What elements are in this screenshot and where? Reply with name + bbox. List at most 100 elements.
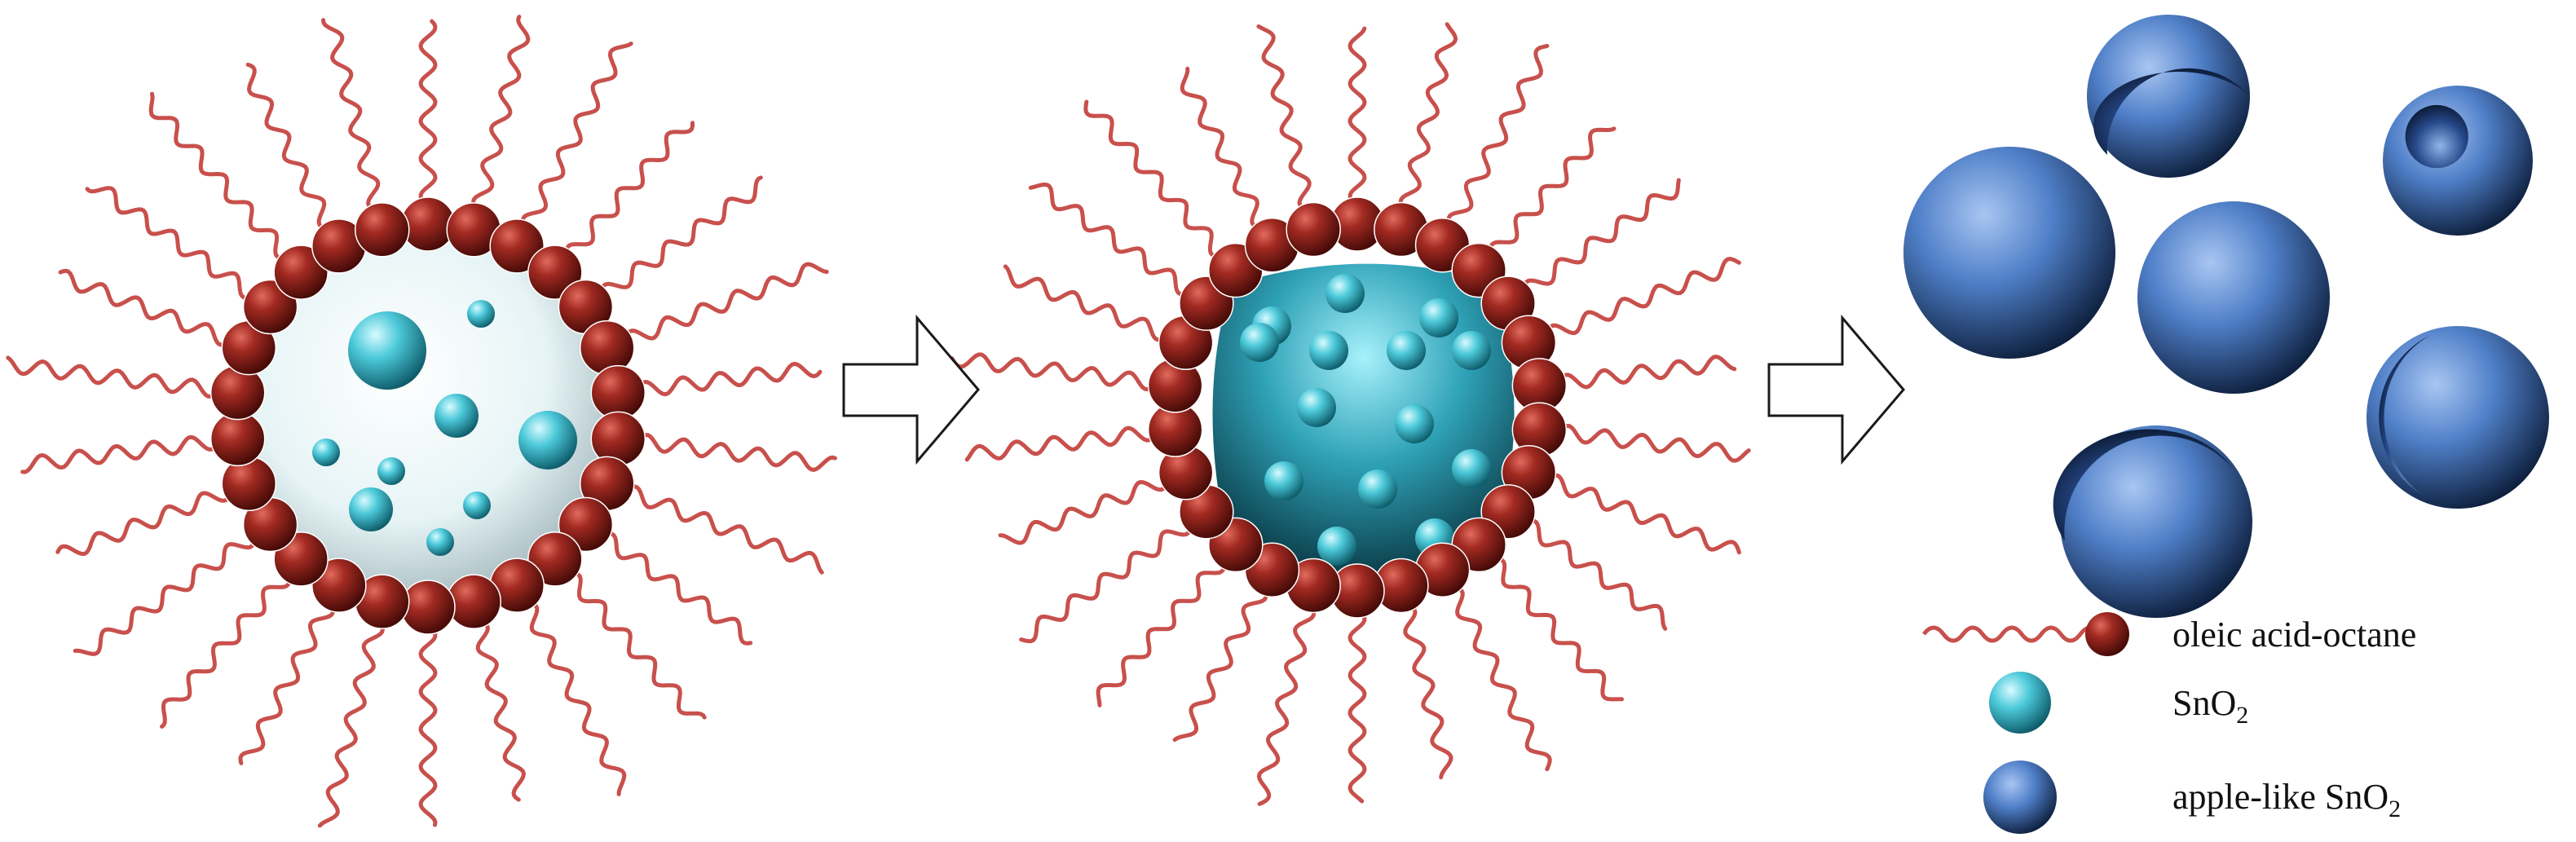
apple-like-sno2-sphere — [2053, 425, 2252, 618]
cavity-opening — [2405, 104, 2468, 169]
wavy-chain-icon — [1348, 26, 1367, 227]
sno2-sphere-icon — [1395, 404, 1434, 443]
wavy-chain-icon — [964, 421, 1178, 462]
wavy-chain-icon — [605, 262, 829, 354]
surfactant-chains — [6, 15, 837, 828]
wavy-chain-icon — [950, 352, 1178, 392]
wavy-chain-icon — [1180, 66, 1277, 248]
sno2-sphere-icon — [1264, 461, 1303, 500]
apple-sphere-icon — [2383, 86, 2533, 236]
wavy-chain-icon — [1506, 178, 1681, 307]
sno2-sphere-icon — [377, 457, 405, 485]
sno2-sphere-icon — [1387, 331, 1426, 370]
surfactant-head-icon — [273, 245, 329, 300]
sno2-sphere-icon — [467, 300, 495, 328]
surfactant-heads — [210, 196, 646, 635]
wavy-chain-icon — [85, 186, 273, 309]
wavy-chain-icon — [148, 91, 304, 275]
oil-droplet-core — [253, 240, 603, 591]
wavy-chain-icon — [317, 599, 385, 828]
wavy-chain-icon — [1440, 43, 1550, 248]
surfactant-head-icon — [489, 218, 545, 274]
apple-sphere-icon — [2060, 425, 2252, 618]
surfactant-heads — [1147, 196, 1568, 619]
sno2-sphere-icon — [1317, 527, 1356, 566]
micelle-initial — [6, 15, 837, 828]
sno2-sphere-icon — [312, 439, 340, 466]
surfactant-head-icon — [1286, 201, 1341, 258]
apple-like-sno2-sphere — [1903, 147, 2115, 359]
legend: oleic acid-octane SnO2 apple-like SnO2 — [1922, 612, 2416, 834]
apple-sphere-icon — [2366, 326, 2549, 509]
cavity-opening — [2379, 335, 2431, 500]
apple-like-sno2-sphere — [2366, 326, 2549, 509]
sno2-sphere-icon — [348, 311, 426, 390]
wavy-chain-icon — [58, 268, 251, 350]
sno2-sphere-icon — [1419, 298, 1458, 337]
wavy-chain-icon — [615, 433, 837, 472]
legend-label-apple-sno2: apple-like SnO2 — [2172, 777, 2401, 822]
legend-label-sno2: SnO2 — [2172, 683, 2248, 729]
wavy-chain-icon — [245, 62, 344, 249]
wavy-chain-icon — [321, 18, 390, 232]
wavy-chain-icon — [512, 583, 627, 796]
wavy-chain-icon — [1083, 99, 1239, 273]
wavy-chain-icon — [1028, 182, 1209, 306]
wavy-chain-icon — [238, 583, 342, 765]
wavy-chain-icon — [1398, 22, 1458, 231]
sno2-sphere-icon — [1452, 449, 1491, 488]
sno2-sphere-icon — [1452, 331, 1491, 370]
legend-label-surfactant: oleic acid-octane — [2172, 615, 2416, 655]
apple-sphere-icon — [1903, 147, 2115, 359]
wavy-chain-icon — [1475, 542, 1624, 702]
wavy-chain-icon — [1506, 509, 1668, 631]
wavy-chain-icon — [1476, 126, 1617, 273]
wavy-chain-icon — [6, 355, 240, 399]
wavy-chain-icon — [1526, 470, 1741, 555]
wavy-chain-icon — [20, 430, 240, 474]
cavity-opening — [2093, 68, 2250, 155]
surfactant-head-icon — [527, 531, 583, 587]
sno2-sphere-icon — [349, 487, 393, 531]
wavy-chain-icon — [1096, 542, 1238, 708]
surfactant-head-icon — [355, 202, 410, 258]
wavy-chain-icon — [1348, 589, 1367, 804]
micelle-intermediate — [950, 22, 1751, 806]
wavy-chain-icon — [55, 478, 251, 557]
apple-sphere-icon — [2087, 15, 2250, 178]
wavy-chain-icon — [1537, 355, 1737, 394]
wavy-chain-icon — [1394, 584, 1453, 780]
wavy-chain-icon — [73, 520, 273, 656]
sno2-sphere-icon — [426, 528, 454, 556]
wavy-chain-icon — [998, 466, 1189, 545]
surfactant-chains — [950, 22, 1751, 806]
apple-like-sno2-cluster — [1903, 15, 2549, 618]
wavy-chain-icon — [418, 19, 438, 227]
wavy-chain-icon — [1003, 264, 1189, 345]
wavy-chain-icon — [583, 522, 753, 646]
sno2-sphere-icon — [463, 492, 491, 519]
surfactant-head-icon — [400, 196, 456, 252]
wavy-chain-icon — [1922, 625, 2102, 643]
surfactant-head-icon — [2085, 612, 2129, 656]
sno2-sphere-icon — [1309, 331, 1348, 370]
apple-like-sno2-sphere — [2383, 86, 2533, 236]
sno2-sphere-icon — [1989, 672, 2051, 734]
sno2-sphere-icon — [1240, 323, 1279, 362]
process-arrow-icon — [842, 314, 980, 465]
sno2-sphere-icon — [518, 411, 577, 469]
surfactant-head-icon — [400, 580, 456, 635]
wavy-chain-icon — [1019, 508, 1209, 644]
wavy-chain-icon — [615, 361, 823, 401]
wavy-chain-icon — [1526, 257, 1741, 349]
wavy-chain-icon — [552, 557, 707, 720]
apple-like-sno2-sphere — [2087, 15, 2250, 178]
sno2-sphere-icon — [1297, 388, 1336, 427]
wavy-chain-icon — [514, 42, 633, 249]
wavy-chain-icon — [1537, 423, 1751, 463]
wavy-chain-icon — [605, 481, 824, 575]
sno2-sphere-icon — [434, 394, 479, 438]
wavy-chain-icon — [466, 599, 526, 802]
wavy-chain-icon — [1172, 567, 1274, 743]
